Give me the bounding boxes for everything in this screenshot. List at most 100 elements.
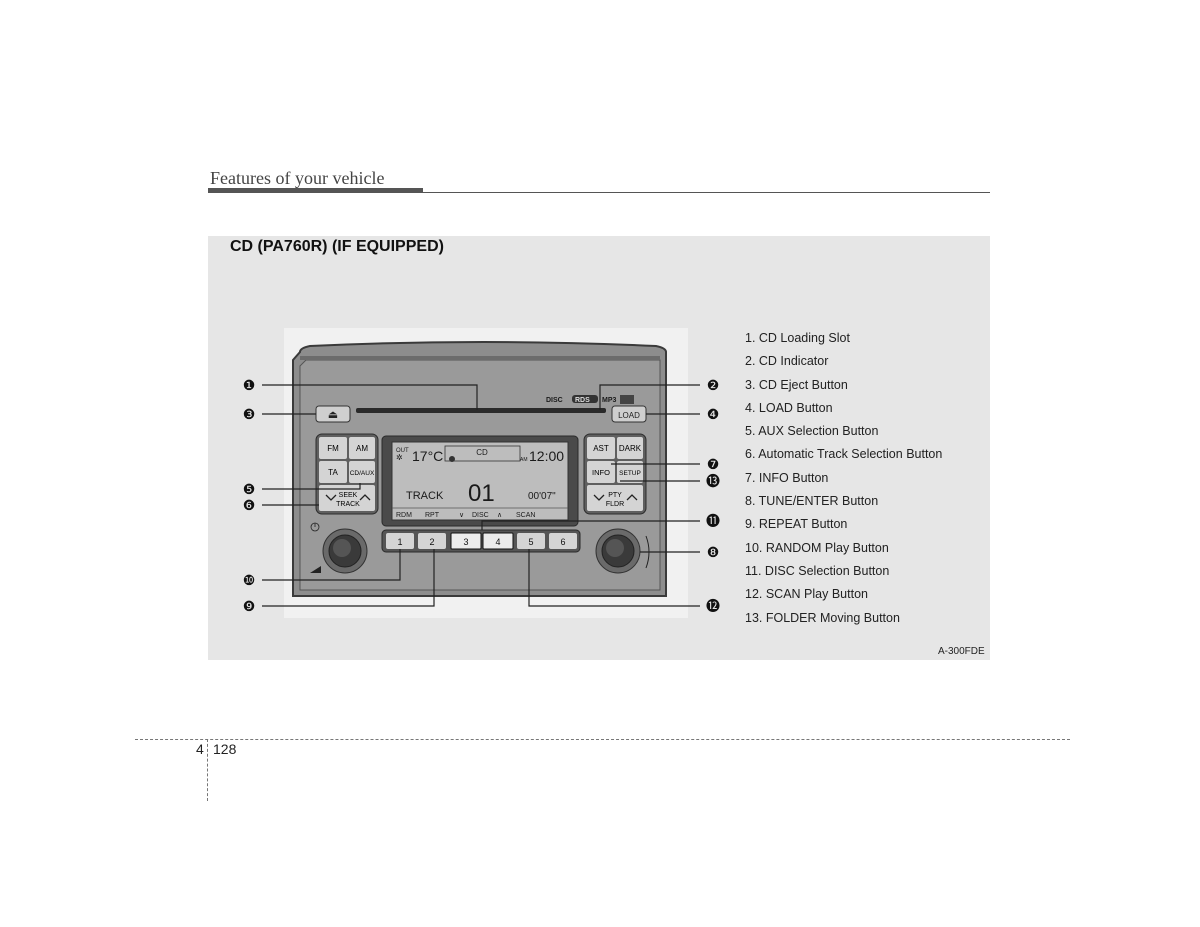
display-footer: RDM RPT ∨ DISC ∧ SCAN bbox=[396, 512, 535, 519]
svg-text:RDS: RDS bbox=[575, 397, 590, 404]
svg-text:OUT: OUT bbox=[396, 448, 409, 454]
svg-text:FM: FM bbox=[327, 444, 339, 453]
svg-text:3: 3 bbox=[463, 537, 468, 547]
svg-text:DISC: DISC bbox=[472, 512, 489, 519]
callout-8: ❽ bbox=[707, 544, 720, 560]
callout-12: ⓬ bbox=[706, 598, 720, 614]
legend-item: 10. RANDOM Play Button bbox=[745, 540, 889, 555]
radio-top-band bbox=[300, 356, 660, 360]
svg-text:INFO: INFO bbox=[592, 468, 610, 477]
legend-item: 13. FOLDER Moving Button bbox=[745, 610, 900, 625]
svg-text:TRACK: TRACK bbox=[336, 501, 360, 508]
svg-text:DISC: DISC bbox=[546, 397, 563, 404]
callout-2: ❷ bbox=[707, 377, 720, 393]
footer-rule bbox=[135, 739, 1070, 740]
callout-7: ❼ bbox=[707, 456, 720, 472]
svg-text:TRACK: TRACK bbox=[406, 490, 444, 502]
ta-button bbox=[319, 461, 347, 483]
callout-4: ❹ bbox=[707, 406, 720, 422]
chevron-up-icon bbox=[359, 494, 371, 501]
svg-text:2: 2 bbox=[429, 537, 434, 547]
svg-text:DARK: DARK bbox=[619, 444, 642, 453]
display-main-row: TRACK 01 00'07" bbox=[406, 480, 556, 507]
tune-enter-knob bbox=[595, 528, 641, 574]
eject-icon: ⏏ bbox=[328, 409, 338, 421]
svg-text:∨: ∨ bbox=[459, 512, 464, 519]
svg-text:MP3: MP3 bbox=[602, 397, 617, 404]
volume-icon bbox=[310, 566, 321, 573]
power-icon bbox=[310, 522, 320, 532]
preset-button-1 bbox=[386, 533, 414, 549]
svg-text:LOAD: LOAD bbox=[618, 411, 640, 420]
legend-item: 1. CD Loading Slot bbox=[745, 331, 850, 345]
dark-button bbox=[617, 437, 643, 459]
chevron-down-icon bbox=[325, 494, 337, 501]
svg-text:CD/AUX: CD/AUX bbox=[350, 470, 375, 477]
format-logos: DISC RDS MP3 bbox=[546, 395, 634, 404]
seek-track-button bbox=[319, 485, 375, 511]
pty-folder-button bbox=[587, 485, 643, 511]
svg-text:AM: AM bbox=[356, 444, 368, 453]
fm-button bbox=[319, 437, 347, 459]
callout-5: ❺ bbox=[243, 481, 256, 497]
svg-text:CD: CD bbox=[476, 448, 488, 457]
svg-text:RDM: RDM bbox=[396, 512, 412, 519]
callout-11: ⓫ bbox=[706, 513, 720, 529]
svg-text:∧: ∧ bbox=[497, 512, 502, 519]
ast-button bbox=[587, 437, 615, 459]
svg-text:RPT: RPT bbox=[425, 512, 440, 519]
legend-item: 5. AUX Selection Button bbox=[745, 424, 879, 439]
legend-item: 3. CD Eject Button bbox=[745, 377, 848, 392]
chevron-up-icon bbox=[626, 494, 638, 501]
legend-item: 11. DISC Selection Button bbox=[745, 563, 890, 578]
svg-text:4: 4 bbox=[495, 537, 500, 547]
cd-loading-slot bbox=[356, 408, 606, 413]
volume-knob bbox=[322, 528, 368, 574]
callout-10: ❿ bbox=[243, 572, 256, 588]
display-status-row: OUT ✲ 17°C CD AM 12:00 bbox=[396, 445, 564, 464]
svg-text:12:00: 12:00 bbox=[529, 448, 564, 464]
legend-item: 8. TUNE/ENTER Button bbox=[745, 494, 879, 509]
display-screen bbox=[391, 441, 569, 521]
svg-text:00'07": 00'07" bbox=[528, 491, 556, 502]
section-title: CD (PA760R) (IF EQUIPPED) bbox=[230, 238, 444, 255]
svg-text:17°C: 17°C bbox=[412, 448, 443, 464]
svg-text:AM: AM bbox=[520, 457, 528, 463]
callout-3: ❸ bbox=[243, 406, 256, 422]
footer-divider bbox=[207, 739, 208, 801]
svg-text:AST: AST bbox=[593, 444, 609, 453]
legend-item: 2. CD Indicator bbox=[745, 354, 829, 369]
callout-9: ❾ bbox=[243, 598, 256, 614]
preset-button-3 bbox=[450, 532, 482, 550]
svg-text:6: 6 bbox=[560, 537, 565, 547]
header-rule-thin bbox=[423, 192, 990, 193]
callout-1: ❶ bbox=[243, 377, 256, 393]
callout-lines bbox=[262, 384, 700, 607]
info-button bbox=[587, 461, 615, 483]
legend-item: 7. INFO Button bbox=[745, 470, 829, 485]
callout-numbers: ❶ ❷ ❸ ❹ ❺ ❻ ❼ ❽ ❾ ❿ ⓫ ⓬ ⓭ bbox=[243, 377, 720, 614]
snowflake-icon: ✲ bbox=[396, 453, 403, 462]
preset-button-4 bbox=[482, 532, 514, 550]
svg-text:TA: TA bbox=[328, 468, 338, 477]
svg-text:SCAN: SCAN bbox=[516, 512, 535, 519]
svg-text:01: 01 bbox=[468, 480, 495, 507]
svg-text:5: 5 bbox=[528, 537, 533, 547]
chevron-down-icon bbox=[593, 494, 605, 501]
svg-text:SETUP: SETUP bbox=[619, 470, 641, 477]
svg-text:FLDR: FLDR bbox=[606, 501, 624, 508]
header-rule bbox=[208, 188, 423, 193]
svg-text:SEEK: SEEK bbox=[339, 492, 358, 499]
am-button bbox=[349, 437, 375, 459]
cd-indicator bbox=[449, 456, 455, 462]
legend-item: 12. SCAN Play Button bbox=[745, 587, 868, 602]
chapter-number: 4 bbox=[196, 741, 204, 757]
legend-item: 6. Automatic Track Selection Button bbox=[745, 447, 943, 462]
preset-button-5 bbox=[517, 533, 545, 549]
figure-code: A-300FDE bbox=[938, 646, 985, 657]
callout-6: ❻ bbox=[243, 497, 256, 513]
legend-list: 1. CD Loading Slot 2. CD Indicator 3. CD… bbox=[745, 330, 942, 633]
svg-text:PTY: PTY bbox=[608, 492, 622, 499]
callout-13: ⓭ bbox=[706, 473, 720, 489]
